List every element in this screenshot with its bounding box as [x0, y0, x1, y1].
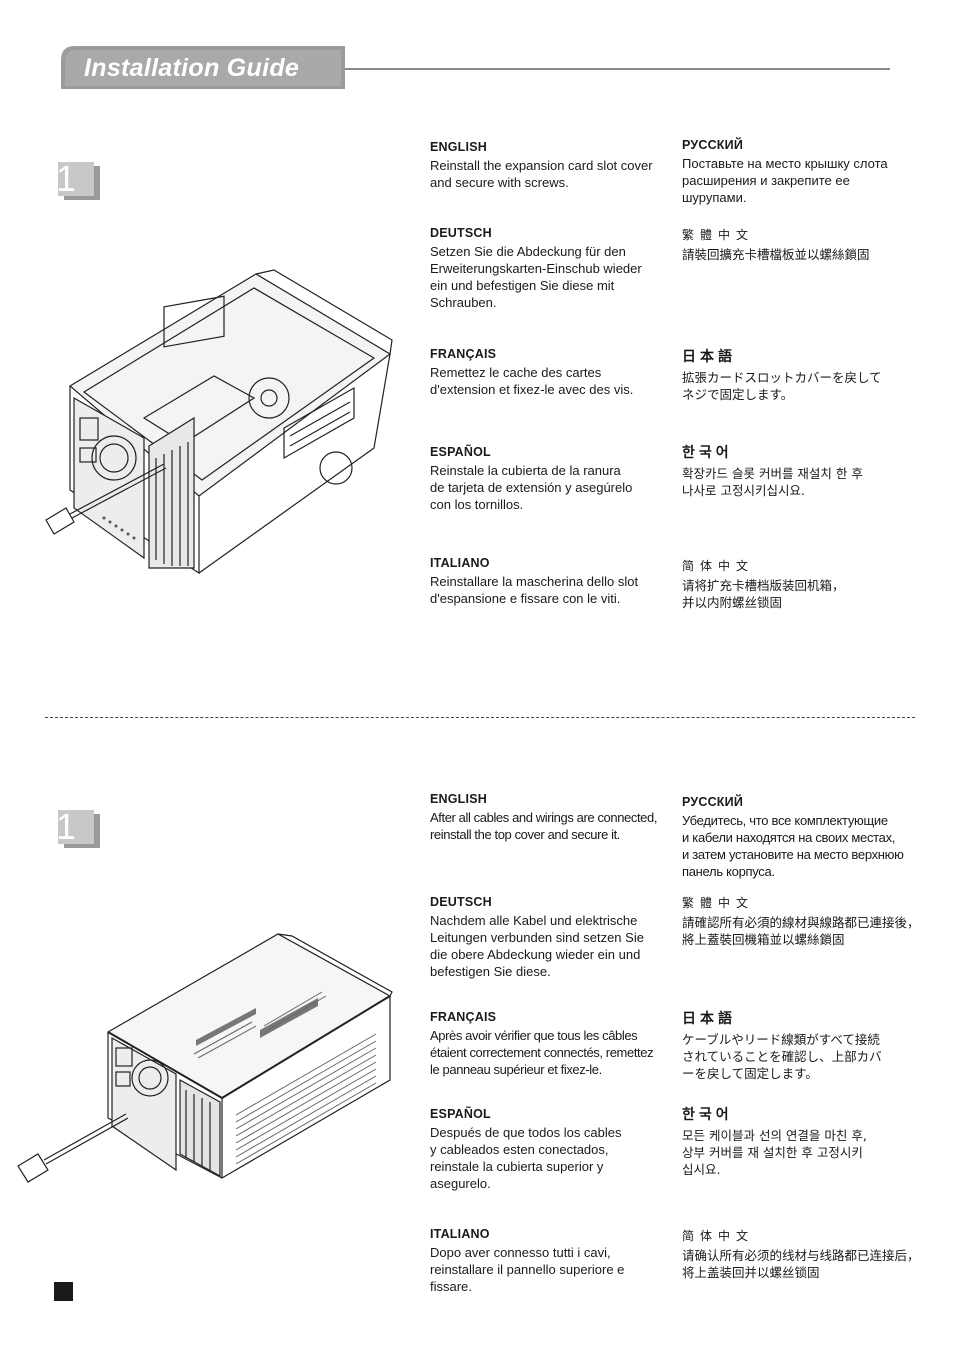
section2-francais: FRANÇAIS Après avoir vérifier que tous l… — [430, 1010, 662, 1078]
section2-italiano: ITALIANO Dopo aver connesso tutti i cavi… — [430, 1227, 662, 1295]
lang-text: Remettez le cache des cartes d'extension… — [430, 365, 634, 397]
header-tab — [61, 46, 345, 89]
section1-korean: 한국어 확장카드 슬롯 커버를 재설치 한 후 나사로 고정시키십시요. — [682, 442, 914, 499]
lang-text: ケーブルやリード線類がすべて接続 されていることを確認し、上部カバ ーを戻して固… — [682, 1032, 882, 1081]
section1-simp-chinese: 简体中文 请将扩充卡槽档版装回机箱， 并以内附螺丝锁固 — [682, 557, 914, 611]
section2-espanol: ESPAÑOL Después de que todos los cables … — [430, 1107, 662, 1192]
lang-heading: ESPAÑOL — [430, 445, 491, 459]
lang-heading: РУССКИЙ — [682, 138, 744, 152]
lang-text: Reinstallare la mascherina dello slot d'… — [430, 574, 639, 606]
lang-heading: ITALIANO — [430, 1227, 490, 1241]
lang-heading: РУССКИЙ — [682, 795, 744, 809]
lang-text: Reinstale la cubierta de la ranura de ta… — [430, 463, 633, 512]
lang-heading: 繁體中文 — [682, 228, 755, 242]
section2-trad-chinese: 繁體中文 請確認所有必須的線材與線路都已連接後， 將上蓋裝回機箱並以螺絲鎖固 — [682, 894, 922, 948]
lang-text: 请确认所有必须的线材与线路都已连接后， 将上盖装回并以螺丝锁固 — [682, 1248, 920, 1280]
lang-heading: 日本語 — [682, 349, 736, 365]
lang-text: Nachdem alle Kabel und elektrische Leitu… — [430, 913, 644, 979]
page-marker — [54, 1282, 73, 1301]
lang-text: Dopo aver connesso tutti i cavi, reinsta… — [430, 1245, 625, 1294]
lang-text: 請確認所有必須的線材與線路都已連接後， 將上蓋裝回機箱並以螺絲鎖固 — [682, 915, 920, 947]
lang-heading: 简体中文 — [682, 1229, 755, 1243]
section2-english: ENGLISH After all cables and wirings are… — [430, 792, 662, 843]
lang-text: 확장카드 슬롯 커버를 재설치 한 후 나사로 고정시키십시요. — [682, 466, 863, 498]
section1-italiano: ITALIANO Reinstallare la mascherina dell… — [430, 556, 662, 607]
lang-text: Reinstall the expansion card slot cover … — [430, 158, 653, 190]
section2-deutsch: DEUTSCH Nachdem alle Kabel und elektrisc… — [430, 895, 662, 980]
closed-case-illustration — [17, 933, 393, 1183]
step-badge-1: 1 — [56, 158, 100, 200]
lang-heading: FRANÇAIS — [430, 347, 497, 361]
lang-text: Убедитесь, что все комплектующие и кабел… — [682, 813, 904, 879]
open-case-illustration — [45, 269, 393, 575]
section2-korean: 한국어 모든 케이블과 선의 연결을 마친 후, 상부 커버를 재 설치한 후 … — [682, 1104, 914, 1178]
lang-heading: FRANÇAIS — [430, 1010, 497, 1024]
lang-heading: ENGLISH — [430, 140, 487, 154]
lang-heading: DEUTSCH — [430, 226, 492, 240]
lang-heading: ITALIANO — [430, 556, 490, 570]
lang-heading: 简体中文 — [682, 559, 755, 573]
lang-heading: ENGLISH — [430, 792, 487, 806]
section1-japanese: 日本語 拡張カードスロットカバーを戻して ネジで固定します。 — [682, 346, 914, 403]
lang-text: 모든 케이블과 선의 연결을 마친 후, 상부 커버를 재 설치한 후 고정시키… — [682, 1128, 867, 1177]
lang-heading: 繁體中文 — [682, 896, 755, 910]
section2-simp-chinese: 简体中文 请确认所有必须的线材与线路都已连接后， 将上盖装回并以螺丝锁固 — [682, 1227, 922, 1281]
lang-heading: 日本語 — [682, 1011, 736, 1027]
section2-russian: РУССКИЙ Убедитесь, что все комплектующие… — [682, 795, 914, 880]
step-number: 1 — [56, 806, 77, 847]
section1-deutsch: DEUTSCH Setzen Sie die Abdeckung für den… — [430, 226, 662, 311]
section1-russian: РУССКИЙ Поставьте на место крышку слота … — [682, 138, 914, 206]
lang-text: 拡張カードスロットカバーを戻して ネジで固定します。 — [682, 370, 882, 402]
section1-espanol: ESPAÑOL Reinstale la cubierta de la ranu… — [430, 445, 662, 513]
lang-text: Après avoir vérifier que tous les câbles… — [430, 1028, 654, 1077]
lang-heading: 한국어 — [682, 445, 733, 461]
section-divider — [45, 717, 915, 718]
lang-heading: ESPAÑOL — [430, 1107, 491, 1121]
step-badge-2: 1 — [56, 806, 100, 848]
lang-text: Después de que todos los cables y cablea… — [430, 1125, 622, 1191]
lang-text: Setzen Sie die Abdeckung für den Erweite… — [430, 244, 642, 310]
lang-text: Поставьте на место крышку слота расширен… — [682, 156, 888, 205]
lang-text: After all cables and wirings are connect… — [430, 810, 658, 842]
lang-text: 请将扩充卡槽档版装回机箱， 并以内附螺丝锁固 — [682, 578, 845, 610]
section1-english: ENGLISH Reinstall the expansion card slo… — [430, 140, 662, 191]
step-number: 1 — [56, 158, 77, 199]
header-rule — [345, 68, 890, 70]
section1-francais: FRANÇAIS Remettez le cache des cartes d'… — [430, 347, 662, 398]
lang-heading: 한국어 — [682, 1107, 733, 1123]
lang-heading: DEUTSCH — [430, 895, 492, 909]
section1-trad-chinese: 繁體中文 請裝回擴充卡槽檔板並以螺絲鎖固 — [682, 226, 914, 263]
page-title: Installation Guide — [84, 54, 300, 82]
section2-japanese: 日本語 ケーブルやリード線類がすべて接続 されていることを確認し、上部カバ ーを… — [682, 1008, 914, 1082]
lang-text: 請裝回擴充卡槽檔板並以螺絲鎖固 — [682, 247, 870, 262]
